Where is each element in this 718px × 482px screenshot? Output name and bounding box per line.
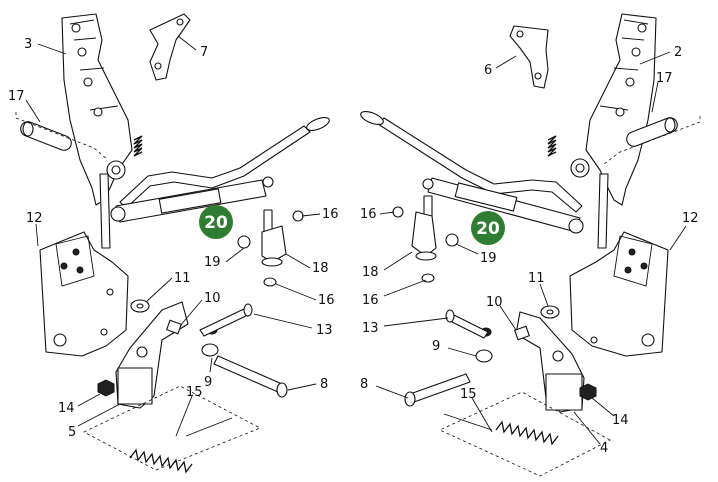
left-pin-bracket: [261, 225, 287, 263]
left-bolt-13: [199, 307, 251, 337]
callout-17-right: 17: [656, 71, 673, 86]
svg-text:20: 20: [204, 213, 228, 233]
callout-15-left: 15: [186, 385, 203, 400]
callout-13-left: 13: [316, 323, 333, 338]
left-assembly: [15, 13, 330, 474]
callout-13-right: 13: [362, 321, 379, 336]
leader-lines: [25, 35, 687, 445]
callout-17-left: 17: [8, 89, 25, 104]
callout-18-right: 18: [362, 265, 379, 280]
callout-6: 6: [484, 63, 492, 78]
left-lower-plate: [39, 231, 129, 357]
callout-16-right-top: 16: [360, 207, 377, 222]
callout-3: 3: [24, 37, 32, 52]
bracket-6: [509, 25, 549, 89]
callout-2: 2: [674, 45, 682, 60]
callout-14-left: 14: [58, 401, 75, 416]
callout-10-left: 10: [204, 291, 221, 306]
right-spring: [495, 420, 559, 446]
callout-16-right-bottom: 16: [362, 293, 379, 308]
callout-18-left: 18: [312, 261, 329, 276]
callout-labels: 3 7 17 12 19 18 16 16 11 10 13 9 8 14 5 …: [8, 37, 699, 456]
bracket-7: [149, 13, 191, 81]
right-pin-bracket: [411, 211, 437, 257]
callout-5: 5: [68, 425, 76, 440]
svg-text:20: 20: [476, 219, 500, 239]
callout-8-left: 8: [320, 377, 328, 392]
callout-12-left: 12: [26, 211, 43, 226]
callout-16-left-top: 16: [322, 207, 339, 222]
callout-12-right: 12: [682, 211, 699, 226]
left-spring: [129, 448, 193, 474]
callout-19-right: 19: [480, 251, 497, 266]
callout-11-right: 11: [528, 271, 545, 286]
callout-10-right: 10: [486, 295, 503, 310]
badge-left: 20: [199, 205, 233, 239]
callout-11-left: 11: [174, 271, 191, 286]
callout-4: 4: [600, 441, 608, 456]
right-assembly: [360, 13, 701, 477]
callout-9-left: 9: [204, 375, 212, 390]
badge-right: 20: [471, 211, 505, 245]
callout-19-left: 19: [204, 255, 221, 270]
callout-16-left-bottom: 16: [318, 293, 335, 308]
left-link-rod: [119, 125, 311, 209]
callout-15-right: 15: [460, 387, 477, 402]
callout-7: 7: [200, 45, 208, 60]
callout-9-right: 9: [432, 339, 440, 354]
left-bolt-8: [213, 355, 283, 393]
callout-14-right: 14: [612, 413, 629, 428]
callout-8-right: 8: [360, 377, 368, 392]
